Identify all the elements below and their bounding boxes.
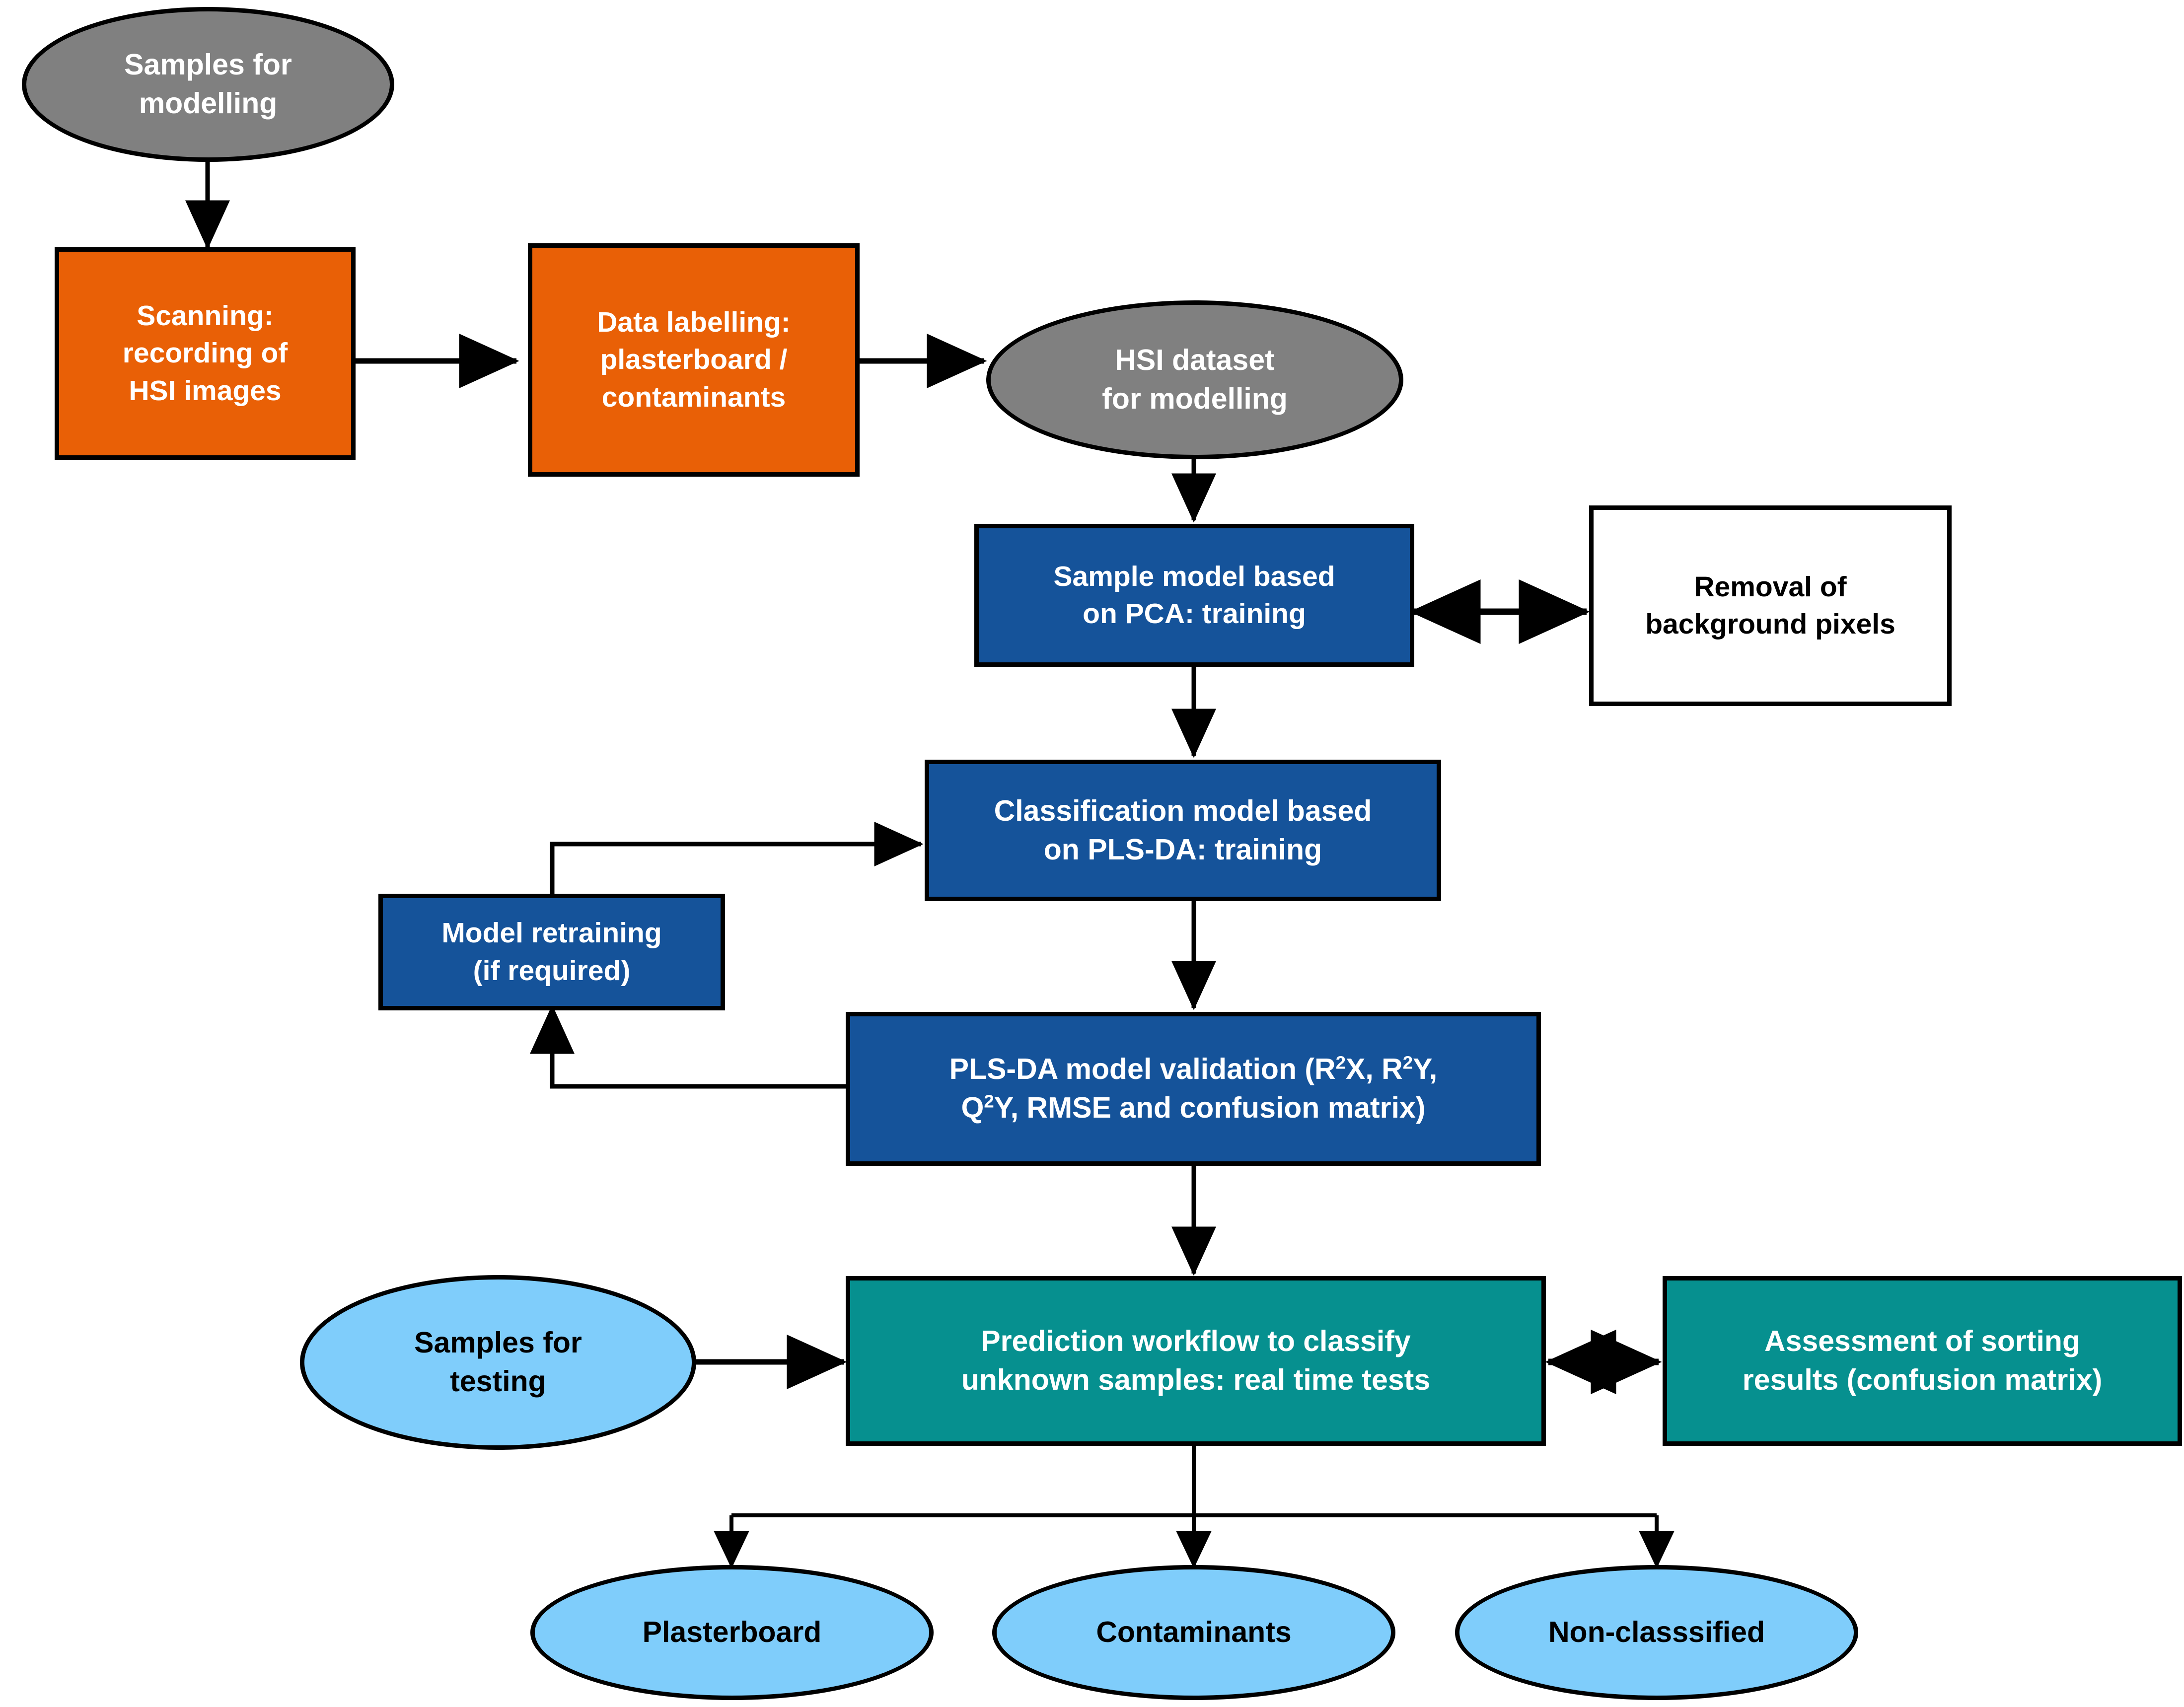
node-samples-for-testing[interactable]: Samples for testing bbox=[300, 1275, 696, 1450]
node-scanning[interactable]: Scanning: recording of HSI images bbox=[55, 247, 356, 460]
node-label: Removal of background pixels bbox=[1645, 570, 1895, 640]
node-output-plasterboard[interactable]: Plasterboard bbox=[530, 1565, 934, 1700]
node-label: Prediction workflow to classify unknown … bbox=[961, 1325, 1431, 1396]
node-output-contaminants[interactable]: Contaminants bbox=[992, 1565, 1395, 1700]
node-removal-background-pixels[interactable]: Removal of background pixels bbox=[1589, 505, 1952, 706]
node-label: HSI dataset for modelling bbox=[1102, 344, 1288, 415]
node-label: Classification model based on PLS-DA: tr… bbox=[994, 794, 1372, 866]
node-label: Contaminants bbox=[1096, 1616, 1292, 1649]
validation-line1: PLS-DA model validation (R2X, R2Y, bbox=[949, 1052, 1438, 1086]
node-plsda-validation[interactable]: PLS-DA model validation (R2X, R2Y, Q2Y, … bbox=[846, 1012, 1541, 1166]
node-data-labelling[interactable]: Data labelling: plasterboard / contamina… bbox=[528, 243, 860, 477]
node-prediction-workflow[interactable]: Prediction workflow to classify unknown … bbox=[846, 1276, 1546, 1446]
validation-line2: Q2Y, RMSE and confusion matrix) bbox=[961, 1091, 1426, 1124]
node-assessment-of-sorting[interactable]: Assessment of sorting results (confusion… bbox=[1663, 1276, 2182, 1446]
node-label: Plasterboard bbox=[642, 1616, 822, 1649]
node-label: Non-classsified bbox=[1548, 1616, 1765, 1649]
edge-prediction-branch-bus bbox=[714, 1442, 1674, 1568]
node-label: Samples for modelling bbox=[124, 48, 292, 120]
node-output-non-classified[interactable]: Non-classsified bbox=[1455, 1565, 1858, 1700]
node-label: Scanning: recording of HSI images bbox=[122, 300, 288, 407]
node-label: Samples for testing bbox=[414, 1326, 582, 1398]
node-label: Data labelling: plasterboard / contamina… bbox=[597, 306, 791, 413]
node-samples-for-modelling[interactable]: Samples for modelling bbox=[22, 7, 394, 162]
node-hsi-dataset[interactable]: HSI dataset for modelling bbox=[986, 300, 1403, 459]
edge-retraining-to-classification bbox=[550, 822, 924, 901]
node-label: Sample model based on PCA: training bbox=[1053, 560, 1335, 630]
node-classification-model[interactable]: Classification model based on PLS-DA: tr… bbox=[925, 760, 1441, 901]
node-model-retraining[interactable]: Model retraining (if required) bbox=[378, 894, 725, 1010]
node-sample-model-pca[interactable]: Sample model based on PCA: training bbox=[974, 524, 1414, 667]
node-label: Model retraining (if required) bbox=[441, 917, 662, 987]
node-label: Assessment of sorting results (confusion… bbox=[1742, 1325, 2103, 1396]
node-label: PLS-DA model validation (R2X, R2Y, Q2Y, … bbox=[941, 1050, 1447, 1128]
edge-validation-to-retraining bbox=[530, 1004, 846, 1089]
